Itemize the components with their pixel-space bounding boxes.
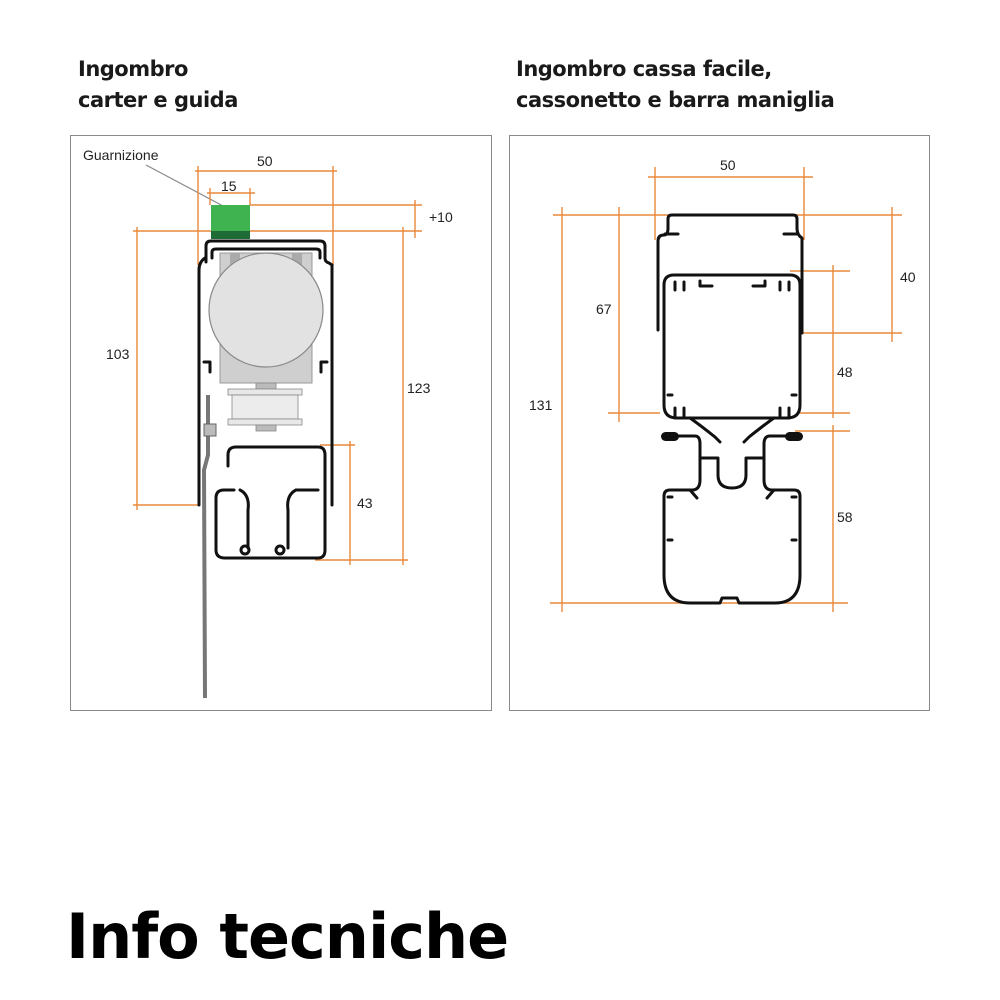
dim-label-total-height: 131: [529, 397, 553, 413]
dim-label-width: 50: [257, 153, 273, 169]
dim-label-bar-height: 58: [837, 509, 853, 525]
heading-line: carter e guida: [78, 88, 238, 112]
dim-label-box-height: 67: [596, 301, 612, 317]
dim-label-seal-width: 15: [221, 178, 237, 194]
carter-profile: [197, 239, 334, 507]
heading-line: Ingombro: [78, 57, 188, 81]
dim-label-total-height: 123: [407, 380, 431, 396]
cassa-facile-profile: [656, 213, 804, 335]
panel-frame: [509, 135, 930, 711]
left-panel: Guarnizione 50 15 +10 103 123 43: [70, 135, 492, 711]
right-panel: 50 131 67 40 48 58: [509, 135, 930, 711]
cassonetto-profile: [662, 273, 802, 444]
handle-bar-profile: [661, 432, 803, 605]
dim-label-guide-height: 43: [357, 495, 373, 511]
dimension-lines: [550, 167, 902, 612]
dim-label-carter-height: 103: [106, 346, 130, 362]
dim-label-cover-height: 40: [900, 269, 916, 285]
dim-label-seal-extra: +10: [429, 209, 453, 225]
seal-gasket-base: [211, 231, 250, 239]
heading-line: cassonetto e barra maniglia: [516, 88, 835, 112]
dimension-lines: [133, 166, 422, 565]
dim-label-cassonetto-height: 48: [837, 364, 853, 380]
guide-profile: [214, 445, 327, 560]
heading-line: Ingombro cassa facile,: [516, 57, 772, 81]
seal-label: Guarnizione: [83, 147, 159, 163]
left-panel-heading: Ingombro carter e guida: [78, 54, 238, 116]
dim-label-width: 50: [720, 157, 736, 173]
footer-title: Info tecniche: [66, 900, 509, 973]
bar-seal: [661, 432, 679, 441]
right-panel-heading: Ingombro cassa facile, cassonetto e barr…: [516, 54, 835, 116]
bar-seal: [785, 432, 803, 441]
roller-tube: [208, 252, 324, 368]
seal-gasket: [211, 205, 250, 232]
